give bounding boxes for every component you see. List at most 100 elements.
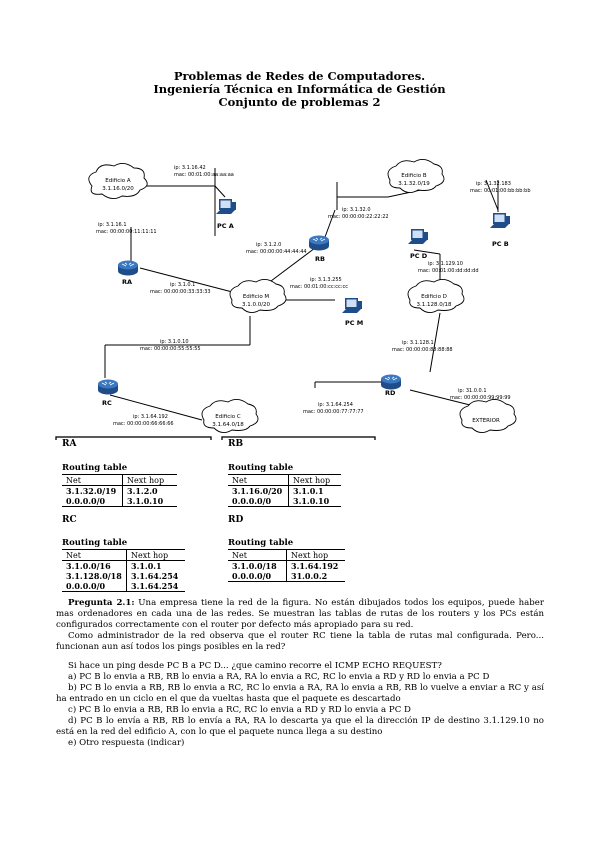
rt-rb-caption: Routing table — [228, 463, 294, 473]
question-para-2: Como administrador de la red observa que… — [56, 631, 544, 652]
option-c[interactable]: c) PC B lo envia a RB, RB lo envia a RC,… — [68, 705, 411, 715]
rt-rb-col-next: Next hop — [288, 474, 341, 486]
rt-rc-net: 3.1.128.0/18 — [66, 571, 122, 581]
cloud-edificio-d — [407, 279, 465, 313]
title-line-2: Ingeniería Técnica en Informática de Ges… — [153, 82, 446, 96]
title-line-1: Problemas de Redes de Computadores. — [173, 69, 426, 83]
rt-rd-hop: 31.0.0.2 — [286, 571, 345, 582]
rb-ip-m: ip: 3.1.2.0 — [256, 242, 281, 248]
option-e[interactable]: e) Otro respuesta (indicar) — [68, 738, 185, 748]
pcd-name: PC D — [410, 252, 428, 260]
rt-rc-hop: 3.1.64.254 — [126, 581, 185, 592]
router-rc-icon[interactable] — [97, 379, 119, 395]
ra-mac-a: mac: 00:00:00:11:11:11 — [96, 229, 157, 235]
rt-rb-net: 3.1.16.0/20 — [232, 486, 283, 496]
option-b[interactable]: b) PC B lo envia a RB, RB lo envia a RC,… — [56, 683, 544, 704]
option-d[interactable]: d) PC B lo envía a RB, RB lo envía a RA,… — [56, 716, 544, 737]
rd-mac-d: mac: 00:00:00:88:88:88 — [392, 347, 453, 353]
question-para-1: Una empresa tiene la red de la figura. N… — [56, 598, 545, 630]
network-diagram: Edificio A 3.1.16.0/20 Edificio B 3.1.32… — [55, 159, 531, 440]
rd-ip-ext: ip: 31.0.0.1 — [458, 388, 487, 394]
rt-rd-col-next: Next hop — [286, 549, 345, 561]
rt-ra-net: 3.1.32.0/19 — [66, 486, 117, 496]
ra-name: RA — [122, 278, 132, 286]
routing-table-frames — [55, 436, 376, 440]
rt-rd-hop: 3.1.64.192 — [286, 560, 345, 571]
router-ra-icon[interactable] — [117, 260, 139, 276]
question-ask: Si hace un ping desde PC B a PC D... ¿qu… — [68, 661, 442, 671]
rt-rd-net: 0.0.0.0/0 — [228, 571, 287, 582]
pc-d-icon[interactable] — [408, 229, 428, 244]
rt-rb-name: RB — [228, 439, 244, 449]
rb-name: RB — [315, 255, 325, 263]
pcb-mac: mac: 00:01:00:bb:bb:bb — [470, 188, 531, 194]
rc-mac-m: mac: 00:00:00:55:55:55 — [140, 346, 201, 352]
cloud-d-net: 3.1.128.0/18 — [416, 302, 452, 308]
rt-ra-col-net: Net — [62, 474, 123, 486]
cloud-a-name: Edificio A — [105, 178, 131, 184]
cloud-edificio-c — [201, 399, 259, 433]
rt-rb-col-net: Net — [228, 474, 289, 486]
rt-ra-name: RA — [62, 439, 77, 449]
rd-ip-c: ip: 3.1.64.254 — [318, 402, 353, 408]
rt-rd-net: 3.1.0.0/18 — [232, 561, 277, 571]
ra-ip-m: ip: 3.1.0.1 — [170, 282, 195, 288]
pca-name: PC A — [217, 222, 234, 230]
cloud-b-name: Edificio B — [401, 173, 427, 179]
pcd-ip: ip: 3.1.129.10 — [428, 261, 463, 267]
option-a[interactable]: a) PC B lo envia a RB, RB lo envia a RA,… — [68, 672, 490, 682]
cloud-exterior-name: EXTERIOR — [472, 418, 500, 424]
rb-mac-m: mac: 00:00:00:44:44:44 — [246, 249, 307, 255]
pcb-name: PC B — [492, 240, 509, 248]
title-line-3: Conjunto de problemas 2 — [218, 95, 381, 109]
cloud-m-name: Edificio M — [243, 294, 270, 300]
cloud-c-name: Edificio C — [215, 414, 241, 420]
ra-mac-m: mac: 00:00:00:33:33:33 — [150, 289, 211, 295]
cloud-m-net: 3.1.0.0/20 — [242, 302, 271, 308]
rt-rc-hop: 3.1.0.1 — [126, 560, 185, 571]
rt-ra-hop: 3.1.2.0 — [122, 485, 177, 496]
rt-rc-col-next: Next hop — [126, 549, 185, 561]
rt-rb-hop: 3.1.0.10 — [288, 496, 341, 507]
rd-mac-ext: mac: 00:00:00:99:99:99 — [450, 395, 511, 401]
rt-rb-net: 0.0.0.0/0 — [228, 496, 289, 507]
cloud-b-net: 3.1.32.0/19 — [398, 181, 430, 187]
pca-mac: mac: 00:01:00:aa:aa:aa — [174, 172, 234, 178]
pcb-ip: ip: 3.1.32.183 — [476, 181, 511, 187]
cloud-edificio-m — [229, 279, 287, 313]
rt-rc-name: RC — [62, 515, 77, 525]
cloud-labels: Edificio A 3.1.16.0/20 Edificio B 3.1.32… — [102, 173, 500, 428]
rt-rc-net: 3.1.0.0/16 — [66, 561, 111, 571]
rt-ra-net: 0.0.0.0/0 — [62, 496, 123, 507]
rd-ip-d: ip: 3.1.128.1 — [402, 340, 434, 346]
pcd-mac: mac: 00:01:00:dd:dd:dd — [418, 268, 479, 274]
pc-m-icon[interactable] — [342, 298, 362, 313]
rc-ip-c: ip: 3.1.64.192 — [133, 414, 168, 420]
rt-rd-name: RD — [228, 515, 244, 525]
rb-ip-b: ip: 3.1.32.0 — [342, 207, 371, 213]
pcm-mac: mac: 00:01:00:cc:cc:cc — [290, 284, 348, 290]
cloud-a-net: 3.1.16.0/20 — [102, 186, 134, 192]
router-rd-icon[interactable] — [380, 374, 402, 390]
rt-ra-caption: Routing table — [62, 463, 128, 473]
router-rb-icon[interactable] — [308, 235, 330, 251]
rd-name: RD — [385, 389, 396, 397]
question-label: Pregunta 2.1: — [68, 598, 135, 608]
clouds — [88, 159, 517, 433]
rt-rc-net: 0.0.0.0/0 — [62, 581, 127, 592]
cloud-edificio-a — [88, 163, 148, 199]
pca-ip: ip: 3.1.16.42 — [174, 165, 206, 171]
ra-ip-a: ip: 3.1.16.1 — [98, 222, 127, 228]
pc-a-icon[interactable] — [216, 199, 236, 214]
cloud-c-net: 3.1.64.0/18 — [212, 422, 244, 428]
rt-ra-hop: 3.1.0.10 — [122, 496, 177, 507]
pc-b-icon[interactable] — [490, 213, 510, 228]
pcm-ip: ip: 3.1.3.255 — [310, 277, 342, 283]
cloud-d-name: Edificio D — [421, 294, 447, 300]
pcm-name: PC M — [345, 319, 363, 327]
rc-mac-c: mac: 00:00:00:66:66:66 — [113, 421, 174, 427]
device-labels: ip: 3.1.16.42 mac: 00:01:00:aa:aa:aa PC … — [96, 165, 531, 427]
rt-rd-caption: Routing table — [228, 538, 294, 548]
cloud-exterior — [459, 399, 517, 433]
rd-mac-c: mac: 00:00:00:77:77:77 — [303, 409, 364, 415]
